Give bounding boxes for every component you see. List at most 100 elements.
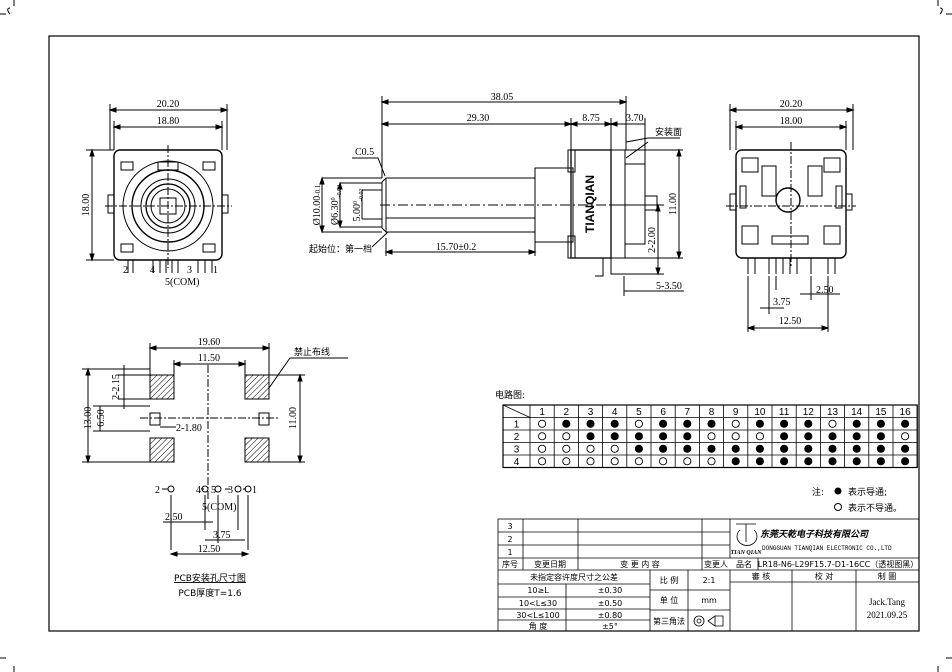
circuit-on-dot [780,432,789,441]
pcb-dim-3-75: 3.75 [213,530,231,541]
circuit-off-dot [634,419,643,428]
side-mount-face: 安装面 [655,126,682,138]
scale-label: 比 例 [660,575,679,585]
approve-label: 審 核 [752,571,771,581]
front-pin2-label: 2 [123,265,128,276]
circuit-on-dot [852,457,861,466]
circuit-on-dot [610,432,619,441]
circuit-off-dot [586,444,595,453]
circuit-on-dot [755,457,764,466]
circuit-off-dot [731,419,740,428]
tol-value-2: ±0.50 [598,599,623,608]
rear-pin-total: 12.50 [779,316,802,327]
side-body-length: 8.75 [582,113,600,124]
front-height: 18.00 [81,194,92,217]
title-block [497,518,920,632]
rev-row-3: 3 [507,522,512,531]
circuit-off-dot [731,432,740,441]
pcb-title: PCB安装孔尺寸图 [174,572,246,584]
check-label: 校 对 [815,571,834,581]
scale-value: 2:1 [703,576,716,585]
drawing-border [48,35,920,632]
tol-range-1: 10≥L [527,586,549,595]
legend-on-text: 表示导通; [848,486,887,498]
unit-value: mm [701,596,717,605]
circuit-on-dot [634,444,643,453]
pcb-forbidden-zone: 禁止布线 [294,346,330,358]
circuit-off-dot [659,457,668,466]
header-date: 变更日期 [534,559,566,569]
tol-range-2: 10<L≤30 [519,599,557,608]
circuit-off-dot [707,432,716,441]
circuit-col-header: 13 [827,407,839,418]
side-view [319,96,684,296]
circuit-off-dot [683,457,692,466]
side-flat-size: 5.000-0.02 [352,189,365,222]
circuit-on-dot [634,432,643,441]
tolerance-title: 未指定容许度尺寸之公差 [530,572,618,582]
circuit-off-dot [634,457,643,466]
circuit-on-dot [707,444,716,453]
pcb-pin4: 4 [196,485,201,496]
pcb-view [82,343,348,557]
circuit-on-dot [852,419,861,428]
circuit-on-dot [586,432,595,441]
circuit-title: 电路图: [495,389,525,401]
circuit-on-dot [659,432,668,441]
company-name-en: DONGGUAN TIANQIAN ELECTRONIC CO.,LTD [762,545,892,552]
circuit-col-header: 14 [851,407,863,418]
circuit-on-dot [828,432,837,441]
circuit-on-dot [804,432,813,441]
circuit-col-header: 7 [685,407,691,418]
company-name-cn: 东莞天乾电子科技有限公司 [760,529,869,540]
front-com-label: 5(COM) [165,277,199,288]
side-pin-length: 5-3.50 [656,281,682,292]
front-width-outer: 20.20 [157,99,180,110]
side-dia-outer: Ø10.00-0.1 [312,184,323,225]
circuit-col-header: 11 [779,407,790,418]
circuit-on-dot [683,444,692,453]
pcb-pin1: 1 [252,485,257,496]
pcb-pad-height: 2-2.15 [111,374,122,400]
circuit-on-dot [731,457,740,466]
legend-off-text: 表示不导通。 [848,502,902,514]
circuit-on-dot [780,457,789,466]
unit-label: 单 位 [660,595,679,605]
circuit-on-dot [901,457,910,466]
circuit-on-dot [562,419,571,428]
front-pin1-label: 1 [213,265,218,276]
rev-row-2: 2 [507,535,512,544]
side-brand-logo: TIANQIAN [583,175,597,233]
circuit-on-dot [876,444,885,453]
circuit-on-dot [780,444,789,453]
circuit-off-dot [562,444,571,453]
circuit-off-dot [562,457,571,466]
product-name: LR18-N6-L29F15.7-D1-16CC（透视图黑） [758,559,918,569]
drawing-date: 2021.09.25 [867,610,908,620]
side-total-length: 38.05 [491,92,514,103]
circuit-off-dot [610,444,619,453]
rear-width-inner: 18.00 [780,116,803,127]
circuit-col-header: 5 [636,407,642,418]
legend-prefix: 注: [812,486,824,498]
drawer-name: Jack.Tang [869,597,906,607]
circuit-on-dot [901,444,910,453]
tol-value-3: ±0.80 [598,611,623,620]
rev-row-1: 1 [507,548,512,557]
projection-label: 第三角法 [653,616,685,626]
circuit-on-dot [804,457,813,466]
circuit-row-header: 1 [514,419,520,430]
circuit-col-header: 16 [900,407,912,418]
circuit-on-dot [780,419,789,428]
draw-label: 制 圖 [878,571,897,581]
circuit-off-dot [828,419,837,428]
pcb-pin5: 5 [211,485,216,496]
circuit-off-dot [610,457,619,466]
pcb-height-inner: 6.50 [96,409,107,427]
legend-empty-dot [834,503,842,511]
pcb-pin3: 3 [228,485,233,496]
side-height: 11.00 [668,193,679,215]
side-shaft-length: 29.30 [467,113,490,124]
